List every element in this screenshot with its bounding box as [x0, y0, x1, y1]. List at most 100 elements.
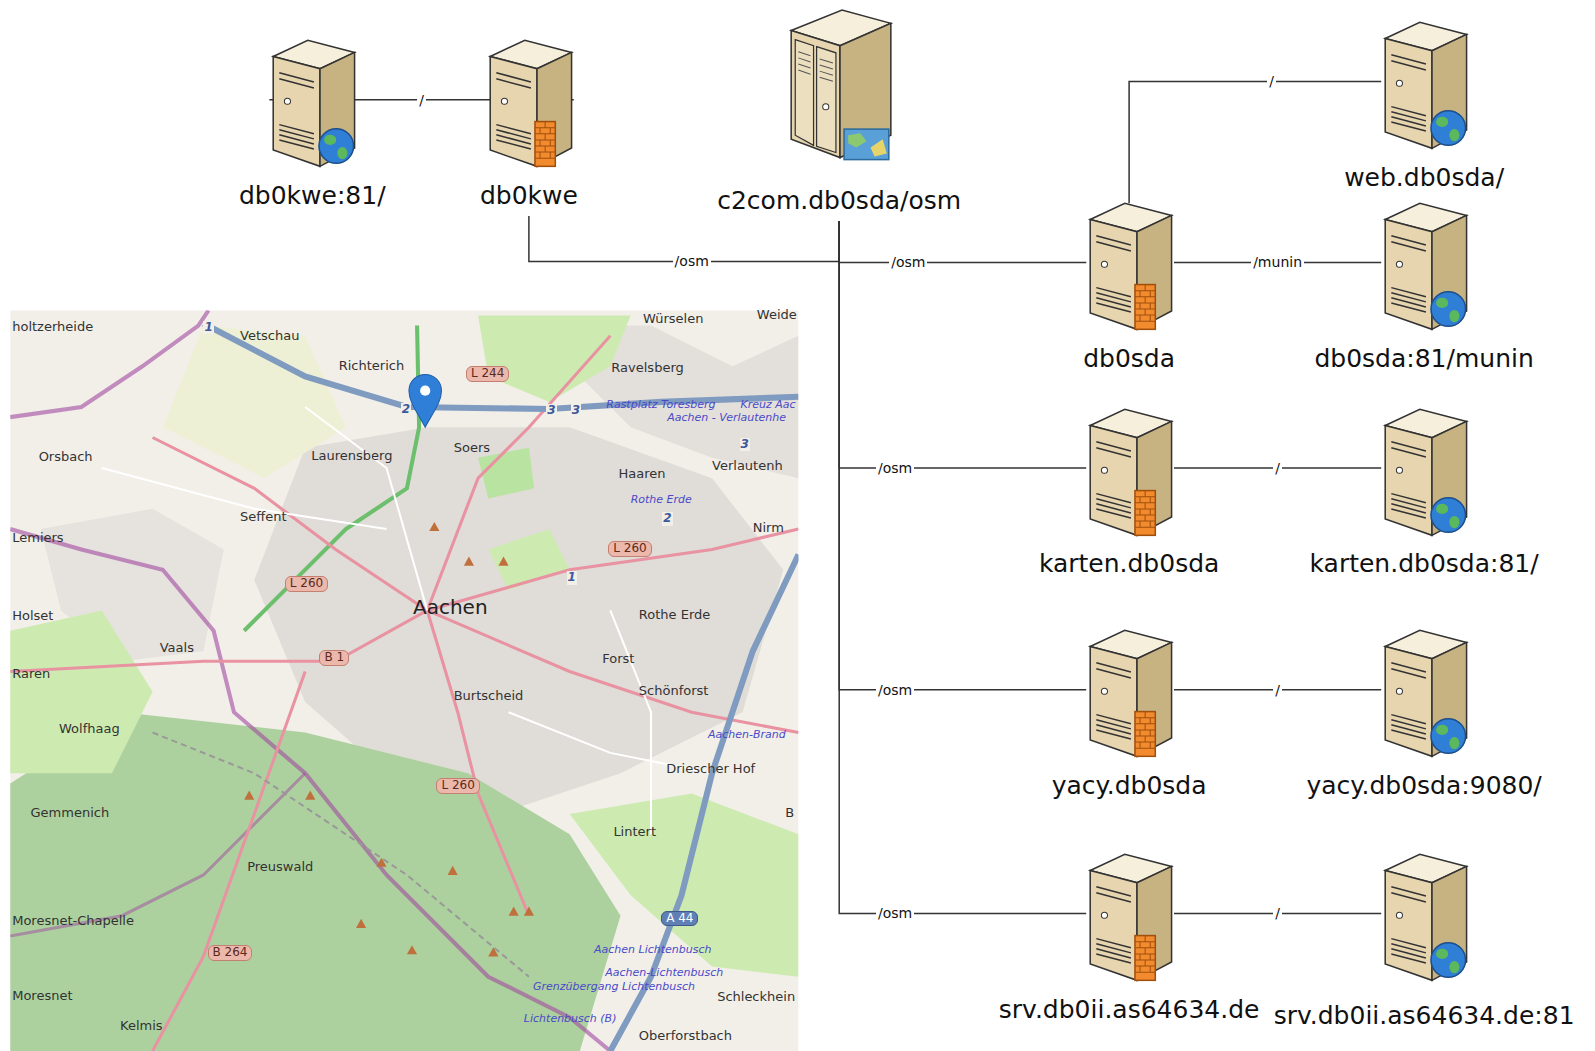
road-number: 3	[546, 404, 556, 418]
place-name: Weide	[757, 308, 797, 323]
place-name: Orsbach	[39, 450, 93, 465]
path-label: /	[1273, 905, 1282, 921]
road-number: 2	[662, 512, 672, 526]
web-server-icon	[1373, 191, 1475, 333]
road-shield: A 44	[661, 911, 698, 927]
place-name: Vaals	[160, 641, 194, 656]
server-label: srv.db0ii.as64634.de:81	[1274, 1001, 1575, 1031]
server-node: yacy.db0sda	[1048, 618, 1211, 803]
server-node: c2com.db0sda/osm	[713, 5, 965, 218]
path-label: /	[1273, 682, 1282, 698]
web-server-icon	[1373, 618, 1475, 760]
road-number: 3	[571, 404, 581, 418]
place-name: Vetschau	[240, 329, 299, 344]
server-node: srv.db0ii.as64634.de:81	[1270, 842, 1579, 1033]
server-label: karten.db0sda:81/	[1310, 549, 1539, 579]
map-server-icon	[781, 5, 898, 163]
place-name: Kreuz Aac	[741, 399, 796, 412]
place-name: Haaren	[618, 467, 665, 482]
place-name: Wolfhaag	[59, 722, 120, 737]
place-name: Schönforst	[639, 684, 709, 699]
server-node: db0kwe	[474, 28, 584, 213]
place-name: Rothe Erde	[631, 494, 692, 507]
firewall-server-icon	[1078, 842, 1180, 984]
place-name: Rastplatz Toresberg	[606, 399, 715, 412]
server-label: db0sda:81/munin	[1314, 344, 1533, 374]
place-name: Preuswald	[247, 860, 313, 875]
server-label: c2com.db0sda/osm	[717, 186, 961, 216]
path-label: /osm	[889, 254, 927, 270]
road-number: 3	[740, 438, 750, 452]
server-label: web.db0sda/	[1344, 163, 1504, 193]
place-name: Driescher Hof	[666, 762, 755, 777]
connector	[839, 221, 1086, 468]
place-name: B	[785, 806, 794, 821]
server-node: db0sda	[1074, 191, 1184, 376]
place-name: Richterich	[339, 359, 404, 374]
road-shield: L 260	[608, 541, 651, 557]
road-shield: B 264	[208, 945, 253, 961]
place-name: Schleckhein	[717, 990, 795, 1005]
firewall-server-icon	[1078, 618, 1180, 760]
path-label: /	[1273, 460, 1282, 476]
road-number: 2	[401, 403, 411, 417]
path-label: /osm	[876, 682, 914, 698]
place-name: Aachen	[413, 596, 488, 619]
road-shield: B 1	[319, 650, 349, 666]
road-shield: L 260	[436, 778, 479, 794]
road-number: 1	[567, 571, 577, 585]
web-server-icon	[1373, 397, 1475, 539]
path-label: /osm	[673, 253, 711, 269]
road-shield: L 260	[285, 576, 328, 592]
path-label: /osm	[876, 460, 914, 476]
server-node: srv.db0ii.as64634.de	[995, 842, 1264, 1027]
place-name: Rothe Erde	[639, 608, 710, 623]
connector	[839, 221, 1086, 262]
connector	[839, 221, 1086, 690]
place-name: Gemmenich	[31, 806, 110, 821]
place-name: Lintert	[613, 825, 656, 840]
server-node: db0sda:81/munin	[1310, 191, 1537, 376]
place-name: Aachen-Brand	[708, 729, 786, 742]
connector	[1129, 81, 1381, 203]
place-name: Aachen - Verlautenhe	[667, 412, 786, 425]
firewall-server-icon	[1078, 191, 1180, 333]
place-name: Soers	[454, 441, 490, 456]
place-name: Würselen	[643, 312, 704, 327]
path-label: /munin	[1251, 254, 1304, 270]
path-label: /	[417, 92, 426, 108]
server-label: karten.db0sda	[1039, 549, 1219, 579]
place-name: Laurensberg	[311, 449, 392, 464]
place-name: Burtscheid	[454, 689, 524, 704]
place-name: Ravelsberg	[611, 361, 683, 376]
place-name: Nirm	[753, 521, 784, 536]
path-label: /	[1267, 73, 1276, 89]
place-name: Aachen Lichtenbusch	[594, 944, 711, 957]
place-name: Oberforstbach	[639, 1029, 732, 1044]
place-name: Holset	[12, 609, 53, 624]
road-number: 1	[203, 321, 213, 335]
place-name: Lemiers	[12, 531, 63, 546]
place-name: Moresnet-Chapelle	[12, 914, 134, 929]
place-name: Forst	[602, 652, 634, 667]
web-server-icon	[1373, 842, 1475, 984]
firewall-server-icon	[478, 28, 580, 170]
place-name: Lichtenbusch (B)	[524, 1013, 617, 1026]
place-name: Raren	[12, 667, 50, 682]
place-name: Seffent	[240, 510, 287, 525]
firewall-server-icon	[1078, 397, 1180, 539]
road-shield: L 244	[466, 366, 509, 382]
web-server-icon	[261, 28, 363, 170]
place-name: Aachen-Lichtenbusch	[605, 967, 723, 980]
server-label: db0kwe:81/	[239, 181, 386, 211]
place-name: Moresnet	[12, 989, 72, 1004]
place-name: Grenzübergang Lichtenbusch	[533, 981, 695, 994]
server-label: srv.db0ii.as64634.de	[999, 995, 1260, 1025]
server-label: yacy.db0sda:9080/	[1306, 771, 1541, 801]
server-label: db0sda	[1083, 344, 1175, 374]
server-node: karten.db0sda:81/	[1306, 397, 1543, 582]
server-node: db0kwe:81/	[235, 28, 390, 213]
path-label: /osm	[876, 905, 914, 921]
